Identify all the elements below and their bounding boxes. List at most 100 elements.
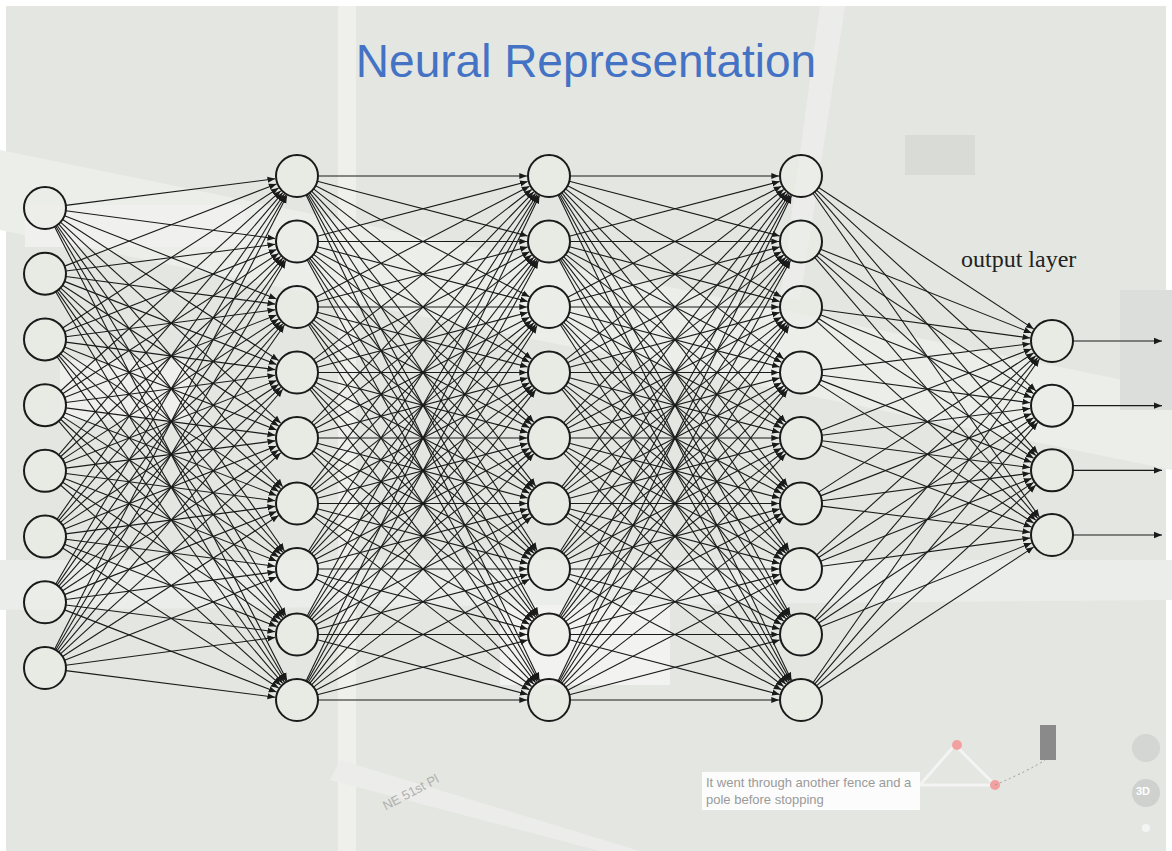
weight-line <box>822 408 1030 435</box>
weight-line <box>560 195 789 552</box>
neuron-circle <box>276 679 318 721</box>
weight-line <box>307 195 538 616</box>
weight-line <box>819 318 1034 458</box>
weight-line <box>56 260 286 649</box>
weight-line <box>815 257 1038 518</box>
weight-line <box>558 196 791 681</box>
neuron-circle <box>528 155 570 197</box>
weight-line <box>314 517 532 687</box>
weight-line <box>816 485 1035 686</box>
weight-line <box>562 389 788 682</box>
weight-line <box>56 195 286 584</box>
layer-label: output layer <box>958 246 1079 273</box>
weight-line <box>63 188 279 328</box>
weight-line <box>317 640 527 695</box>
weight-line <box>317 640 527 695</box>
weight-line <box>63 548 279 688</box>
weight-line <box>318 699 527 700</box>
weight-line <box>63 351 279 492</box>
neuron-circle <box>276 286 318 328</box>
weight-line <box>63 285 279 426</box>
neuron-circle <box>276 614 318 656</box>
neuron-circle <box>276 352 318 394</box>
weight-line <box>65 577 277 660</box>
weight-line <box>562 193 788 486</box>
weight-line <box>570 699 779 700</box>
weight-line <box>569 640 779 695</box>
weight-line <box>57 325 284 651</box>
weight-line <box>822 344 1030 370</box>
neuron-circle <box>528 483 570 525</box>
neuron-circle <box>528 286 570 328</box>
weight-line <box>59 224 283 487</box>
weight-line <box>821 446 1032 527</box>
weight-line <box>813 359 1039 683</box>
neuron-circle <box>780 286 822 328</box>
weight-line <box>63 482 279 622</box>
weight-line <box>819 384 1034 523</box>
weight-line <box>55 196 287 650</box>
weight-line <box>822 538 1030 566</box>
weight-line <box>59 290 283 553</box>
weight-line <box>63 516 279 657</box>
weight-line <box>65 184 277 266</box>
weight-line <box>815 192 1038 454</box>
weight-line <box>307 261 538 682</box>
neuron-circle <box>24 187 66 229</box>
weight-line <box>308 194 537 551</box>
weight-line <box>564 454 786 685</box>
output-arrow <box>1073 470 1162 471</box>
weight-line <box>564 191 786 422</box>
neuron-circle <box>24 450 66 492</box>
weight-line <box>310 193 536 486</box>
weight-line <box>57 357 284 682</box>
neuron-circle <box>24 516 66 558</box>
neuron-circle <box>780 221 822 263</box>
neuron-circle <box>24 384 66 426</box>
weight-line <box>314 190 532 360</box>
weight-line <box>65 478 277 561</box>
weight-line <box>564 453 786 684</box>
neuron-circle <box>1031 320 1073 362</box>
neuron-circle <box>780 352 822 394</box>
neuron-circle <box>276 483 318 525</box>
weight-line <box>55 227 287 681</box>
weight-line <box>821 380 1032 462</box>
weight-line <box>560 326 789 683</box>
neuron-circle <box>1031 449 1073 491</box>
neuron-circle <box>528 352 570 394</box>
neuron-circle <box>276 417 318 459</box>
weight-line <box>306 195 539 680</box>
weight-line <box>308 195 537 552</box>
weight-line <box>821 349 1032 430</box>
weight-line <box>66 671 275 698</box>
weight-line <box>568 186 782 297</box>
weight-line <box>569 640 779 695</box>
weight-line <box>307 260 538 681</box>
neuron-circle <box>780 679 822 721</box>
weight-line <box>61 191 281 391</box>
neuron-circle <box>780 483 822 525</box>
weight-line <box>562 193 788 486</box>
weight-line <box>312 191 534 422</box>
weight-line <box>819 253 1034 394</box>
weight-line <box>65 216 277 299</box>
weight-line <box>569 181 779 236</box>
weight-line <box>61 453 281 654</box>
weight-line <box>564 192 786 423</box>
weight-line <box>559 195 790 616</box>
weight-line <box>559 260 790 681</box>
neuron-circle <box>528 679 570 721</box>
weight-line <box>63 219 279 360</box>
neuron-circle <box>276 155 318 197</box>
weight-line <box>316 186 530 297</box>
weight-line <box>562 390 788 683</box>
weight-line <box>570 175 779 176</box>
weight-line <box>566 516 784 686</box>
neuron-circle <box>528 614 570 656</box>
weight-line <box>314 516 532 686</box>
weight-line <box>558 195 791 680</box>
output-arrow <box>1073 534 1162 535</box>
weight-line <box>63 417 279 557</box>
neuron-circle <box>780 548 822 590</box>
